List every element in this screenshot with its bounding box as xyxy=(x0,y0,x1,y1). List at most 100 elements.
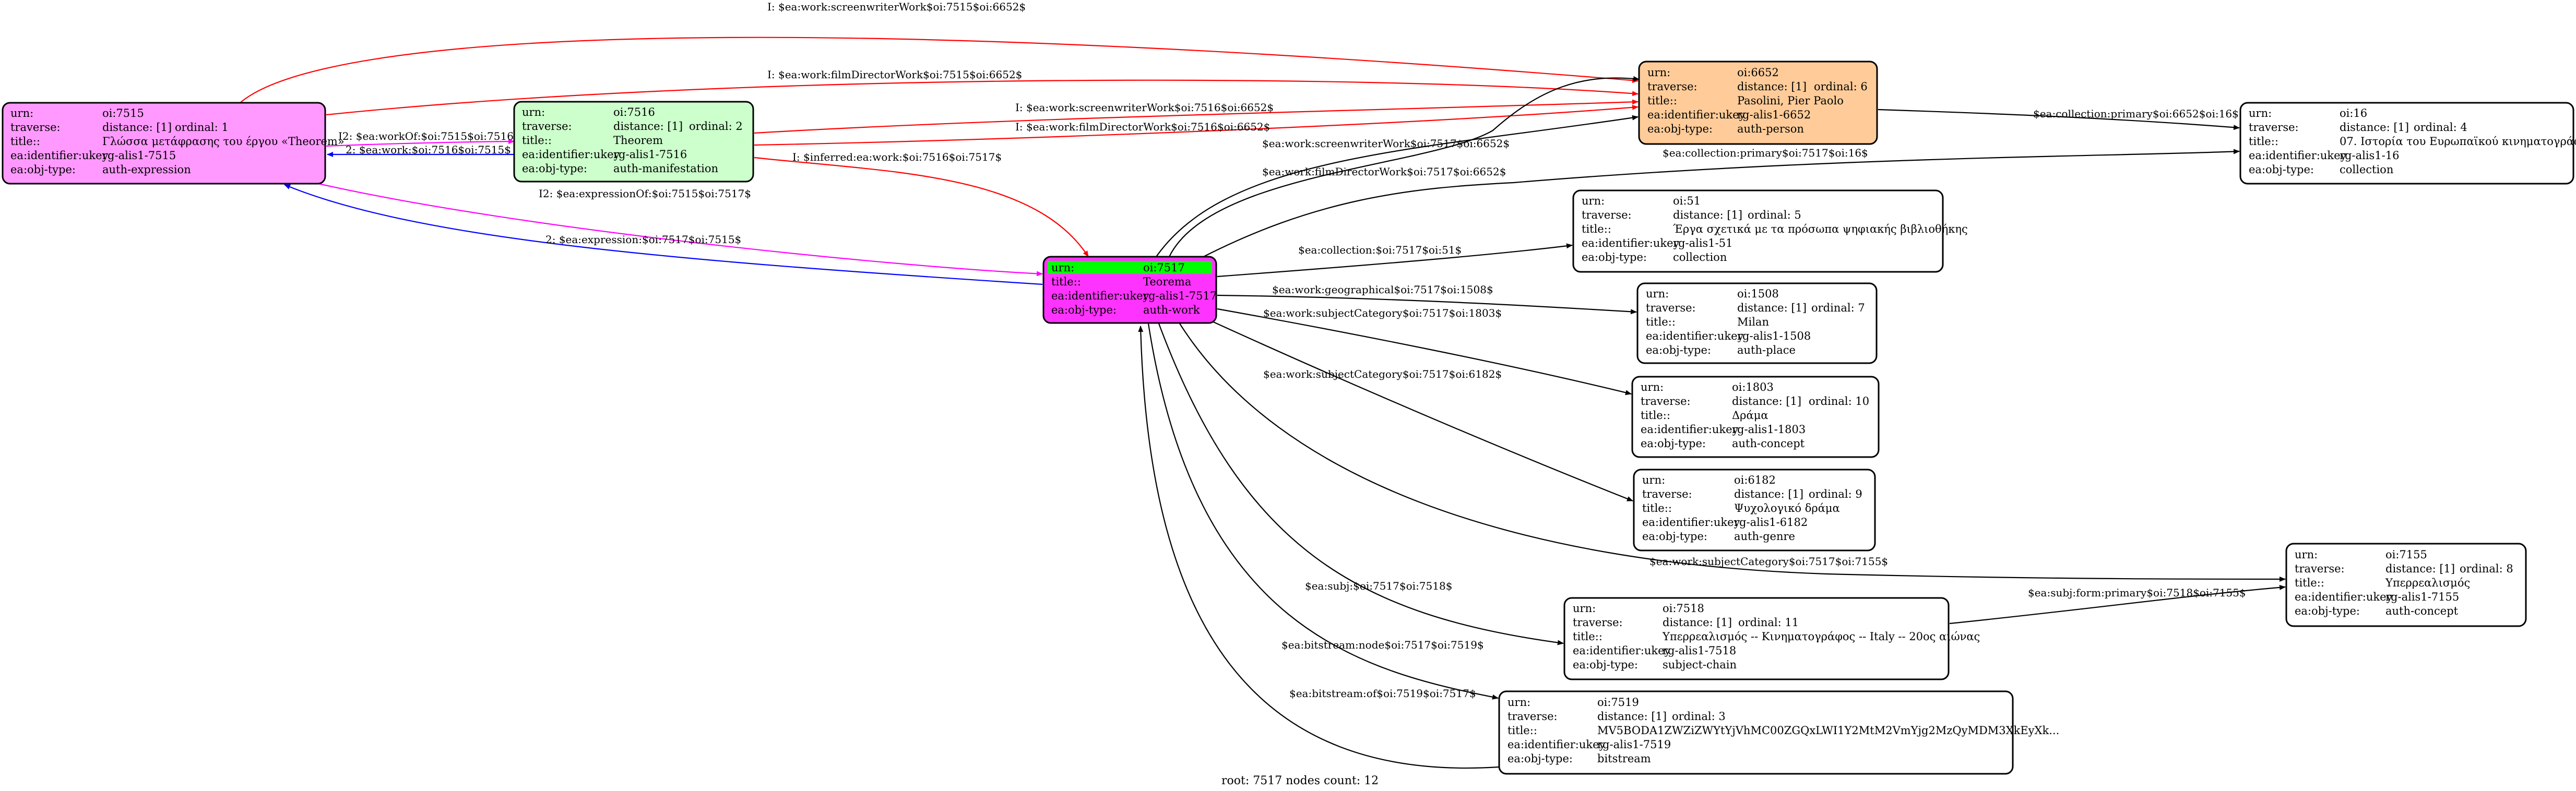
node-key: ea:obj-type: xyxy=(1507,752,1573,765)
node-oi-7515[interactable]: urn: oi:7515 traverse: distance: [1] ord… xyxy=(2,102,345,185)
node-oi-7519[interactable]: urn: oi:7519 traverse: distance: [1] ord… xyxy=(1498,690,2059,775)
node-key: urn: xyxy=(522,106,545,118)
node-value: oi:6182 xyxy=(1734,474,1776,486)
node-value: oi:7519 xyxy=(1597,696,1639,709)
edge-7515-7517-expressionof: I2: $ea:expressionOf:$oi:7515$oi:7517$ xyxy=(318,183,1043,277)
node-urn-highlight xyxy=(1048,261,1212,274)
node-key: title:: xyxy=(1582,223,1611,235)
node-value: bitstream xyxy=(1597,752,1651,765)
node-key: traverse: xyxy=(10,121,61,134)
node-value: Theorem xyxy=(613,134,663,147)
edge-label: $ea:collection:primary$oi:7517$oi:16$ xyxy=(1663,147,1868,159)
node-oi-7516[interactable]: urn: oi:7516 traverse: distance: [1] ord… xyxy=(513,101,754,183)
node-value: Δράμα xyxy=(1732,409,1768,422)
edge-7516-7515-work: 2: $ea:work:$oi:7516$oi:7515$ xyxy=(327,143,514,157)
node-value: oi:1803 xyxy=(1732,381,1774,393)
node-value: Υπερρεαλισμός -- Κινηματογράφος -- Italy… xyxy=(1662,630,1980,643)
node-extra: ordinal: 7 xyxy=(1811,302,1865,314)
node-key: ea:obj-type: xyxy=(1573,658,1638,671)
node-value: distance: [1] xyxy=(2340,121,2409,134)
edge-label: $ea:collection:$oi:7517$oi:51$ xyxy=(1298,244,1462,256)
node-value: Milan xyxy=(1737,316,1769,328)
node-oi-51[interactable]: urn: oi:51 traverse: distance: [1] ordin… xyxy=(1572,189,1968,273)
node-value: Teorema xyxy=(1143,275,1191,288)
node-value: rg-alis1-7517 xyxy=(1143,290,1217,302)
node-extra: ordinal: 8 xyxy=(2460,562,2513,575)
node-value: oi:7518 xyxy=(1663,602,1704,615)
node-extra: ordinal: 9 xyxy=(1809,488,1862,500)
node-key: ea:identifier:ukey xyxy=(1582,237,1680,249)
edge-7515-6652-screenwriter: I: $ea:work:screenwriterWork$oi:7515$oi:… xyxy=(240,1,1639,103)
node-oi-7155[interactable]: urn: oi:7155 traverse: distance: [1] ord… xyxy=(2285,543,2527,627)
edge-label: I: $ea:work:filmDirectorWork$oi:7515$oi:… xyxy=(767,68,1022,81)
edge-label: I: $inferred:ea:work:$oi:7516$oi:7517$ xyxy=(792,151,1002,163)
node-oi-16[interactable]: urn: oi:16 traverse: distance: [1] ordin… xyxy=(2239,102,2576,185)
edge-label: I2: $ea:expressionOf:$oi:7515$oi:7517$ xyxy=(539,187,751,200)
node-box xyxy=(1636,282,1878,364)
graph-footer-caption: root: 7517 nodes count: 12 xyxy=(1221,774,1379,787)
node-key: ea:identifier:ukey xyxy=(2295,591,2393,603)
node-box xyxy=(1498,690,2014,775)
node-value: subject-chain xyxy=(1663,658,1737,671)
node-key: ea:obj-type: xyxy=(1642,530,1707,543)
node-value: Υπερρεαλισμός xyxy=(2385,577,2470,589)
edge-label: $ea:bitstream:of$oi:7519$oi:7517$ xyxy=(1289,687,1476,700)
node-key: ea:identifier:ukey xyxy=(1641,423,1739,436)
node-key: ea:obj-type: xyxy=(10,163,76,176)
node-key: ea:obj-type: xyxy=(1582,251,1647,263)
edge-label: I: $ea:work:screenwriterWork$oi:7516$oi:… xyxy=(1015,101,1274,114)
node-key: title:: xyxy=(2249,135,2278,148)
node-key: urn: xyxy=(1573,602,1596,615)
edge-label: $ea:subj:$oi:7517$oi:7518$ xyxy=(1305,580,1452,592)
node-value: rg-alis1-7515 xyxy=(102,149,176,162)
node-value: distance: [1] xyxy=(1734,488,1803,500)
node-oi-1508[interactable]: urn: oi:1508 traverse: distance: [1] ord… xyxy=(1636,282,1878,364)
node-key: ea:obj-type: xyxy=(2249,163,2314,176)
node-value: collection xyxy=(1673,251,1727,263)
node-box xyxy=(2239,102,2574,185)
node-value: oi:51 xyxy=(1673,195,1701,207)
node-oi-7518[interactable]: urn: oi:7518 traverse: distance: [1] ord… xyxy=(1563,597,1980,680)
node-key: urn: xyxy=(2295,548,2318,561)
node-value: distance: [1] xyxy=(2385,562,2455,575)
node-value: distance: [1] xyxy=(613,120,683,133)
node-value: distance: [1] xyxy=(1597,710,1667,723)
node-value: Ψυχολογικό δράμα xyxy=(1734,502,1840,514)
node-oi-6652[interactable]: urn: oi:6652 traverse: distance: [1] ord… xyxy=(1638,61,1878,145)
edge-6652-16-collection: $ea:collection:primary$oi:6652$oi:16$ xyxy=(1878,107,2240,130)
node-value: Γλώσσα μετάφρασης του έργου «Theorem» xyxy=(102,135,345,148)
node-value: auth-genre xyxy=(1734,530,1795,543)
node-key: urn: xyxy=(1641,381,1664,393)
edge-7517-7518-subj: $ea:subj:$oi:7517$oi:7518$ xyxy=(1158,323,1564,645)
node-key: ea:obj-type: xyxy=(1647,123,1713,135)
node-key: ea:identifier:ukey xyxy=(1507,738,1606,751)
node-value: rg-alis1-6652 xyxy=(1737,109,1811,121)
edge-7517-7519-bitstreamnode: $ea:bitstream:node$oi:7517$oi:7519$ xyxy=(1147,323,1499,700)
node-key: title:: xyxy=(1642,502,1672,514)
edge-label: I: $ea:work:screenwriterWork$oi:7515$oi:… xyxy=(767,1,1026,13)
node-key: ea:identifier:ukey xyxy=(522,148,620,161)
node-key: ea:identifier:ukey xyxy=(1642,516,1740,529)
node-value: rg-alis1-7516 xyxy=(613,148,687,161)
node-value: distance: [1] xyxy=(1737,80,1807,93)
node-value: distance: [1] xyxy=(1732,395,1801,408)
edge-7517-7155-subjectcategory: $ea:work:subjectCategory$oi:7517$oi:7155… xyxy=(1179,323,2286,582)
node-value: oi:16 xyxy=(2340,107,2367,119)
node-value: distance: [1] xyxy=(1663,616,1732,629)
node-value: oi:7155 xyxy=(2385,548,2427,561)
edge-7516-7517-inferred: I: $inferred:ea:work:$oi:7516$oi:7517$ xyxy=(754,151,1089,257)
node-value: distance: [1] xyxy=(1737,302,1807,314)
node-oi-6182[interactable]: urn: oi:6182 traverse: distance: [1] ord… xyxy=(1633,469,1876,552)
edge-label: $ea:work:geographical$oi:7517$oi:1508$ xyxy=(1272,283,1493,296)
node-value: oi:7516 xyxy=(613,106,655,118)
node-oi-1803[interactable]: urn: oi:1803 traverse: distance: [1] ord… xyxy=(1631,376,1880,458)
edge-7517-6182-subjectcategory: $ea:work:subjectCategory$oi:7517$oi:6182… xyxy=(1210,320,1633,502)
edge-7518-7155-subjform: $ea:subj:form:primary$oi:7518$oi:7155$ xyxy=(1949,584,2286,625)
node-box xyxy=(2285,543,2527,627)
edge-7516-6652-screenwriter: I: $ea:work:screenwriterWork$oi:7516$oi:… xyxy=(754,99,1639,134)
node-key: ea:identifier:ukey xyxy=(1573,644,1671,657)
node-oi-7517-root[interactable]: urn: oi:7517 title:: Teorema ea:identifi… xyxy=(1042,256,1217,324)
node-key: traverse: xyxy=(1641,395,1691,408)
node-key: urn: xyxy=(1051,261,1074,274)
edge-7517-1508-geographical: $ea:work:geographical$oi:7517$oi:1508$ xyxy=(1217,283,1637,315)
